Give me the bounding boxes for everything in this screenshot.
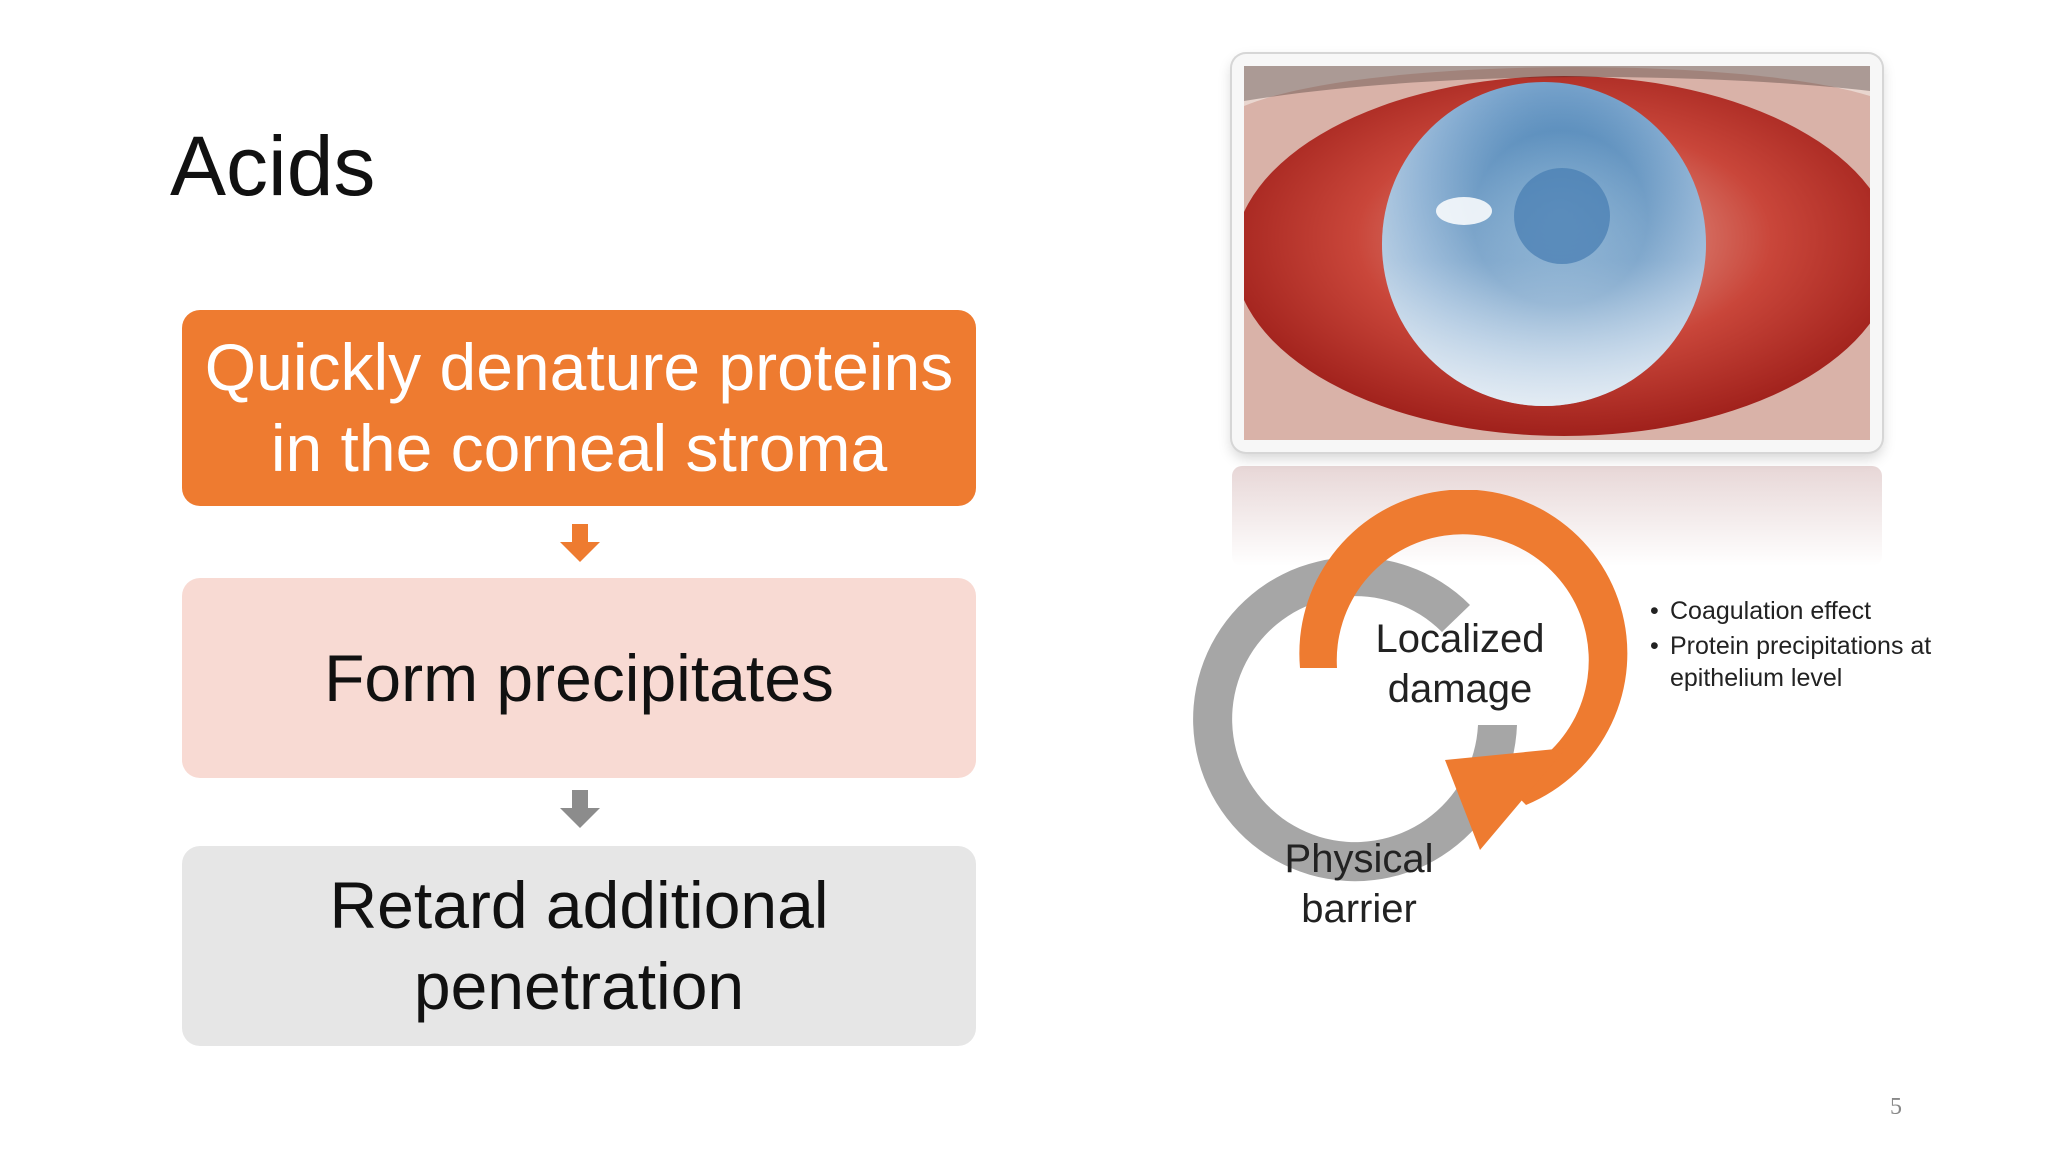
cycle-node-physical-barrier: Physical barrier xyxy=(1284,837,1434,931)
eye-illustration xyxy=(1234,66,1882,440)
flow-step-denature: Quickly denature proteins in the corneal… xyxy=(182,310,976,506)
cycle-arrow-icon xyxy=(1193,557,1517,882)
notes-list: Coagulation effect Protein precipitation… xyxy=(1650,596,1950,698)
flow-step-precipitates: Form precipitates xyxy=(182,578,976,778)
bullet-item: Protein precipitations at epithelium lev… xyxy=(1650,631,1950,694)
arrow-down-icon xyxy=(560,524,600,562)
page-number: 5 xyxy=(1890,1094,1902,1120)
eye-photo xyxy=(1232,54,1882,452)
flow-step-retard: Retard additional penetration xyxy=(182,846,976,1046)
bullet-item: Coagulation effect xyxy=(1650,596,1950,628)
cycle-node-localized-damage: Localized damage xyxy=(1375,617,1545,711)
slide-title: Acids xyxy=(170,119,376,213)
arrow-down-icon xyxy=(560,790,600,828)
cycle-diagram xyxy=(1193,490,1628,882)
